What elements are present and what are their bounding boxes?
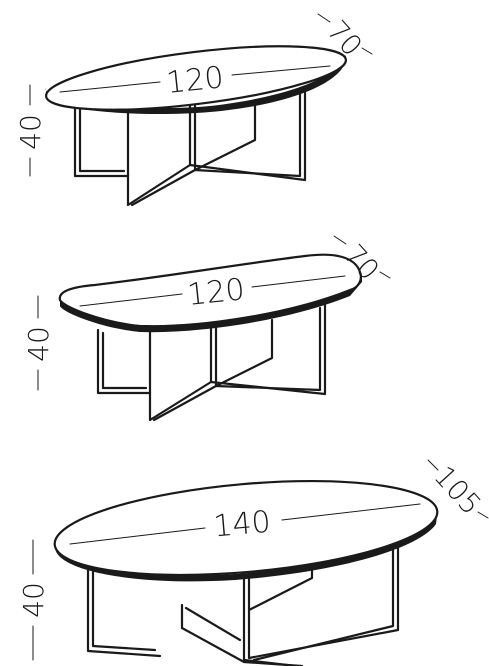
table-3-length-label: 140 bbox=[212, 505, 272, 545]
table-1-top bbox=[44, 45, 348, 114]
table-1: 120 70 40 bbox=[14, 13, 373, 207]
table-2-length-label: 120 bbox=[186, 272, 247, 313]
table-2-top bbox=[58, 253, 362, 333]
table-1-legs bbox=[73, 86, 307, 207]
table-2-length-dimension: 120 bbox=[79, 272, 346, 313]
table-3: 140 105 40 bbox=[17, 459, 489, 666]
table-3-height-label: 40 bbox=[17, 582, 50, 618]
table-1-height-label: 40 bbox=[14, 114, 47, 150]
table-1-length-label: 120 bbox=[165, 60, 226, 101]
table-2-height-label: 40 bbox=[22, 326, 55, 362]
table-1-length-dimension: 120 bbox=[59, 60, 331, 101]
table-3-top bbox=[53, 479, 439, 582]
table-2: 120 70 40 bbox=[22, 235, 391, 422]
table-2-legs bbox=[96, 303, 327, 422]
table-3-height-dimension: 40 bbox=[17, 539, 50, 661]
table-3-length-dimension: 140 bbox=[69, 503, 421, 545]
table-1-height-dimension: 40 bbox=[14, 84, 47, 177]
table-2-height-dimension: 40 bbox=[22, 295, 55, 391]
table-3-legs bbox=[86, 543, 400, 666]
